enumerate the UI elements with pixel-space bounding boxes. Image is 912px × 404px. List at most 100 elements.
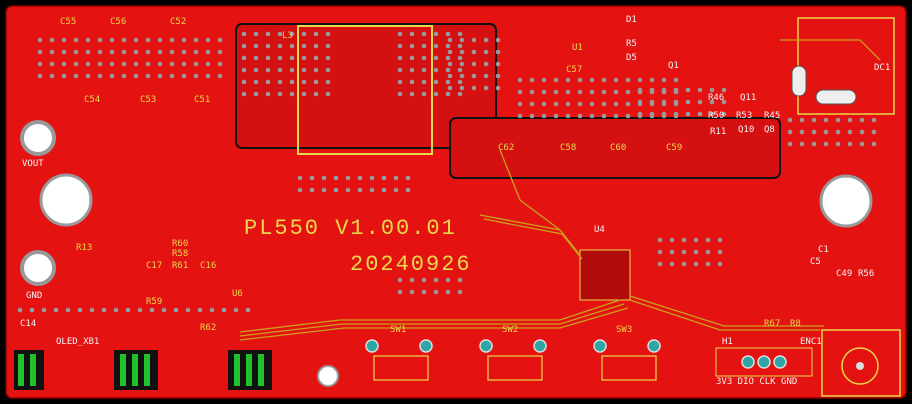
- label-sw3: SW3: [616, 325, 633, 335]
- via: [447, 37, 453, 43]
- dc-pad-2: [791, 65, 807, 97]
- via: [673, 77, 679, 83]
- via: [457, 277, 463, 283]
- via: [245, 307, 251, 313]
- via: [847, 117, 853, 123]
- via: [459, 49, 465, 55]
- via: [787, 117, 793, 123]
- via: [445, 91, 451, 97]
- dc-pad-1: [815, 89, 857, 105]
- via: [109, 49, 115, 55]
- via: [301, 43, 307, 49]
- via: [661, 87, 667, 93]
- via: [121, 37, 127, 43]
- via: [17, 307, 23, 313]
- via: [471, 85, 477, 91]
- via: [483, 49, 489, 55]
- via: [313, 43, 319, 49]
- via: [681, 261, 687, 267]
- via: [133, 49, 139, 55]
- via: [265, 67, 271, 73]
- via: [847, 129, 853, 135]
- via: [173, 307, 179, 313]
- inductor-outline: [297, 25, 433, 155]
- label-u6: U6: [232, 289, 243, 299]
- via: [61, 49, 67, 55]
- mount-hole-right: [819, 174, 873, 228]
- label-r46: R46: [708, 93, 725, 103]
- via: [823, 141, 829, 147]
- via: [681, 237, 687, 243]
- via: [457, 55, 463, 61]
- oled-connectors: [14, 350, 272, 390]
- via: [289, 91, 295, 97]
- via: [847, 141, 853, 147]
- via: [835, 117, 841, 123]
- via: [649, 99, 655, 105]
- via: [289, 31, 295, 37]
- via: [297, 187, 303, 193]
- board-headline: PL550 V1.00.01: [244, 216, 457, 241]
- via: [669, 237, 675, 243]
- via: [265, 55, 271, 61]
- via: [265, 43, 271, 49]
- via: [433, 31, 439, 37]
- via: [421, 289, 427, 295]
- via: [495, 61, 501, 67]
- via: [649, 111, 655, 117]
- label-h1: H1: [722, 337, 733, 347]
- via: [65, 307, 71, 313]
- via: [169, 49, 175, 55]
- via: [495, 37, 501, 43]
- via: [125, 307, 131, 313]
- via: [697, 99, 703, 105]
- via: [85, 73, 91, 79]
- via: [859, 129, 865, 135]
- via: [397, 91, 403, 97]
- via: [613, 113, 619, 119]
- via: [241, 31, 247, 37]
- via: [421, 67, 427, 73]
- via: [799, 117, 805, 123]
- via: [601, 101, 607, 107]
- label-c5: C5: [810, 257, 821, 267]
- hole-vout: [20, 120, 56, 156]
- via: [871, 129, 877, 135]
- via: [811, 129, 817, 135]
- via: [265, 91, 271, 97]
- label-c56: C56: [110, 17, 127, 27]
- via: [649, 77, 655, 83]
- via: [217, 73, 223, 79]
- via: [321, 187, 327, 193]
- via: [457, 289, 463, 295]
- via: [649, 87, 655, 93]
- via: [345, 187, 351, 193]
- label-r13: R13: [76, 243, 93, 253]
- via: [409, 55, 415, 61]
- via: [433, 43, 439, 49]
- via: [459, 73, 465, 79]
- via: [369, 187, 375, 193]
- via: [553, 89, 559, 95]
- via: [433, 91, 439, 97]
- via: [97, 49, 103, 55]
- via: [577, 89, 583, 95]
- board-date: 20240926: [350, 252, 472, 277]
- via: [721, 99, 727, 105]
- via: [433, 277, 439, 283]
- via: [661, 77, 667, 83]
- via: [73, 49, 79, 55]
- label-c14: C14: [20, 319, 37, 329]
- via: [253, 43, 259, 49]
- via: [289, 55, 295, 61]
- label-c52: C52: [170, 17, 187, 27]
- via: [193, 73, 199, 79]
- via: [517, 89, 523, 95]
- label-enc1: ENC1: [800, 337, 822, 347]
- label-q11: Q11: [740, 93, 757, 103]
- via: [709, 87, 715, 93]
- label-c58: C58: [560, 143, 577, 153]
- via: [421, 31, 427, 37]
- via: [397, 31, 403, 37]
